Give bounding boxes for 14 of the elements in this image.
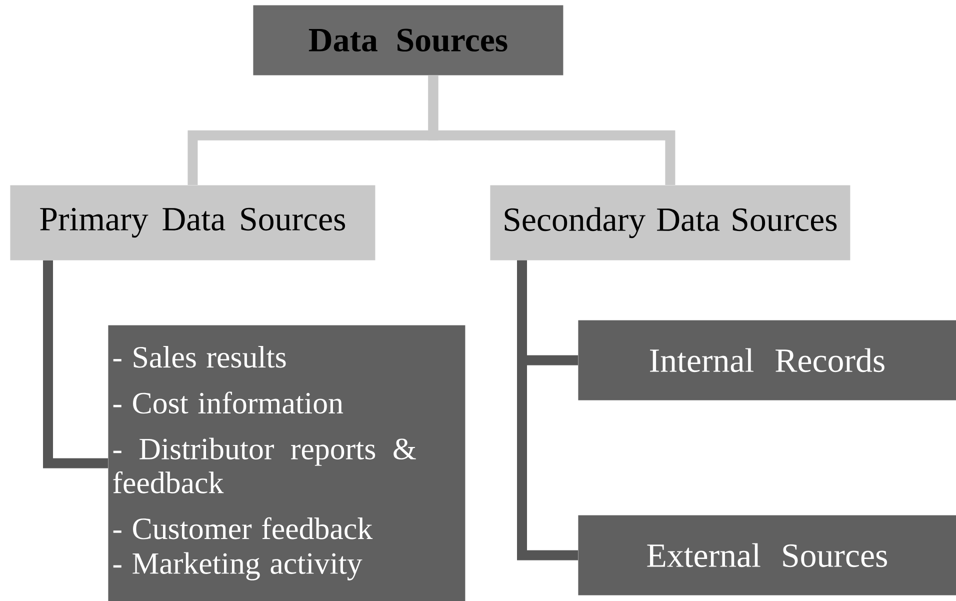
list-item: - Cost information [113,392,344,414]
list-box [108,325,466,601]
list-item: - Customer feedback [113,517,373,540]
category-box: Secondary Data Sources [490,185,850,260]
list-item: - Marketing activity [113,552,362,580]
connector-line [43,260,108,468]
list-item: - Distributor reports & feedback [113,438,416,494]
source-box: Internal Records [578,320,956,400]
list-item: - Sales results [113,346,286,368]
connector-line [428,75,676,185]
source-box: External Sources [578,515,956,596]
connector-line [517,260,578,560]
category-box: Primary Data Sources [10,185,376,260]
heading-box: Data Sources [253,5,564,76]
